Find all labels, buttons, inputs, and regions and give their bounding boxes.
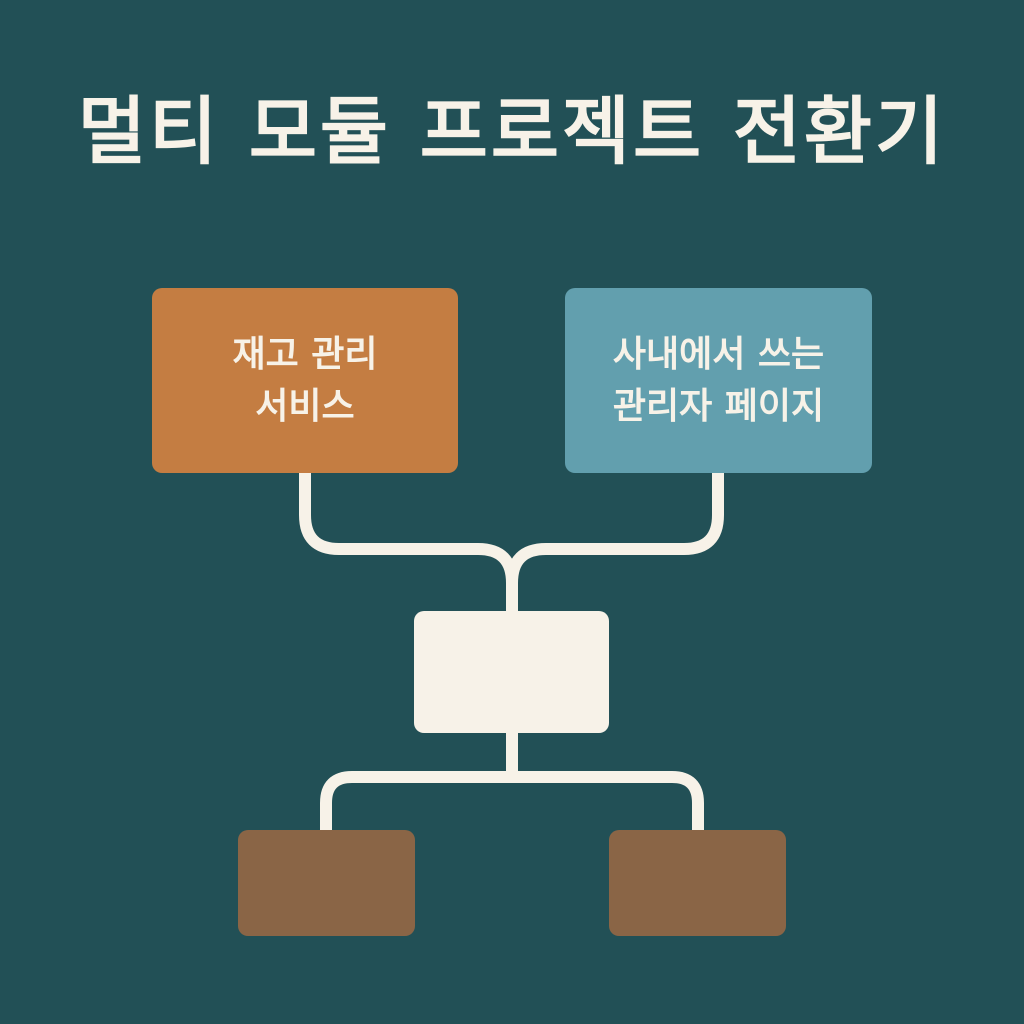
connector-inventory-to-core <box>299 473 518 611</box>
connector-core-to-bottom-left <box>320 733 518 830</box>
page-title: 멀티 모듈 프로젝트 전환기 <box>77 89 947 175</box>
connector-admin-to-core <box>506 473 724 611</box>
bottom-right-module-box <box>609 830 786 936</box>
core-module-box <box>414 611 609 733</box>
connector-core-to-bottom-right <box>512 771 704 830</box>
bottom-left-module-box <box>238 830 415 936</box>
admin-page-box: 사내에서 쓰는 관리자 페이지 <box>565 288 872 473</box>
inventory-service-box: 재고 관리 서비스 <box>152 288 458 473</box>
admin-page-label: 사내에서 쓰는 관리자 페이지 <box>612 333 825 427</box>
inventory-service-label: 재고 관리 서비스 <box>232 333 378 427</box>
